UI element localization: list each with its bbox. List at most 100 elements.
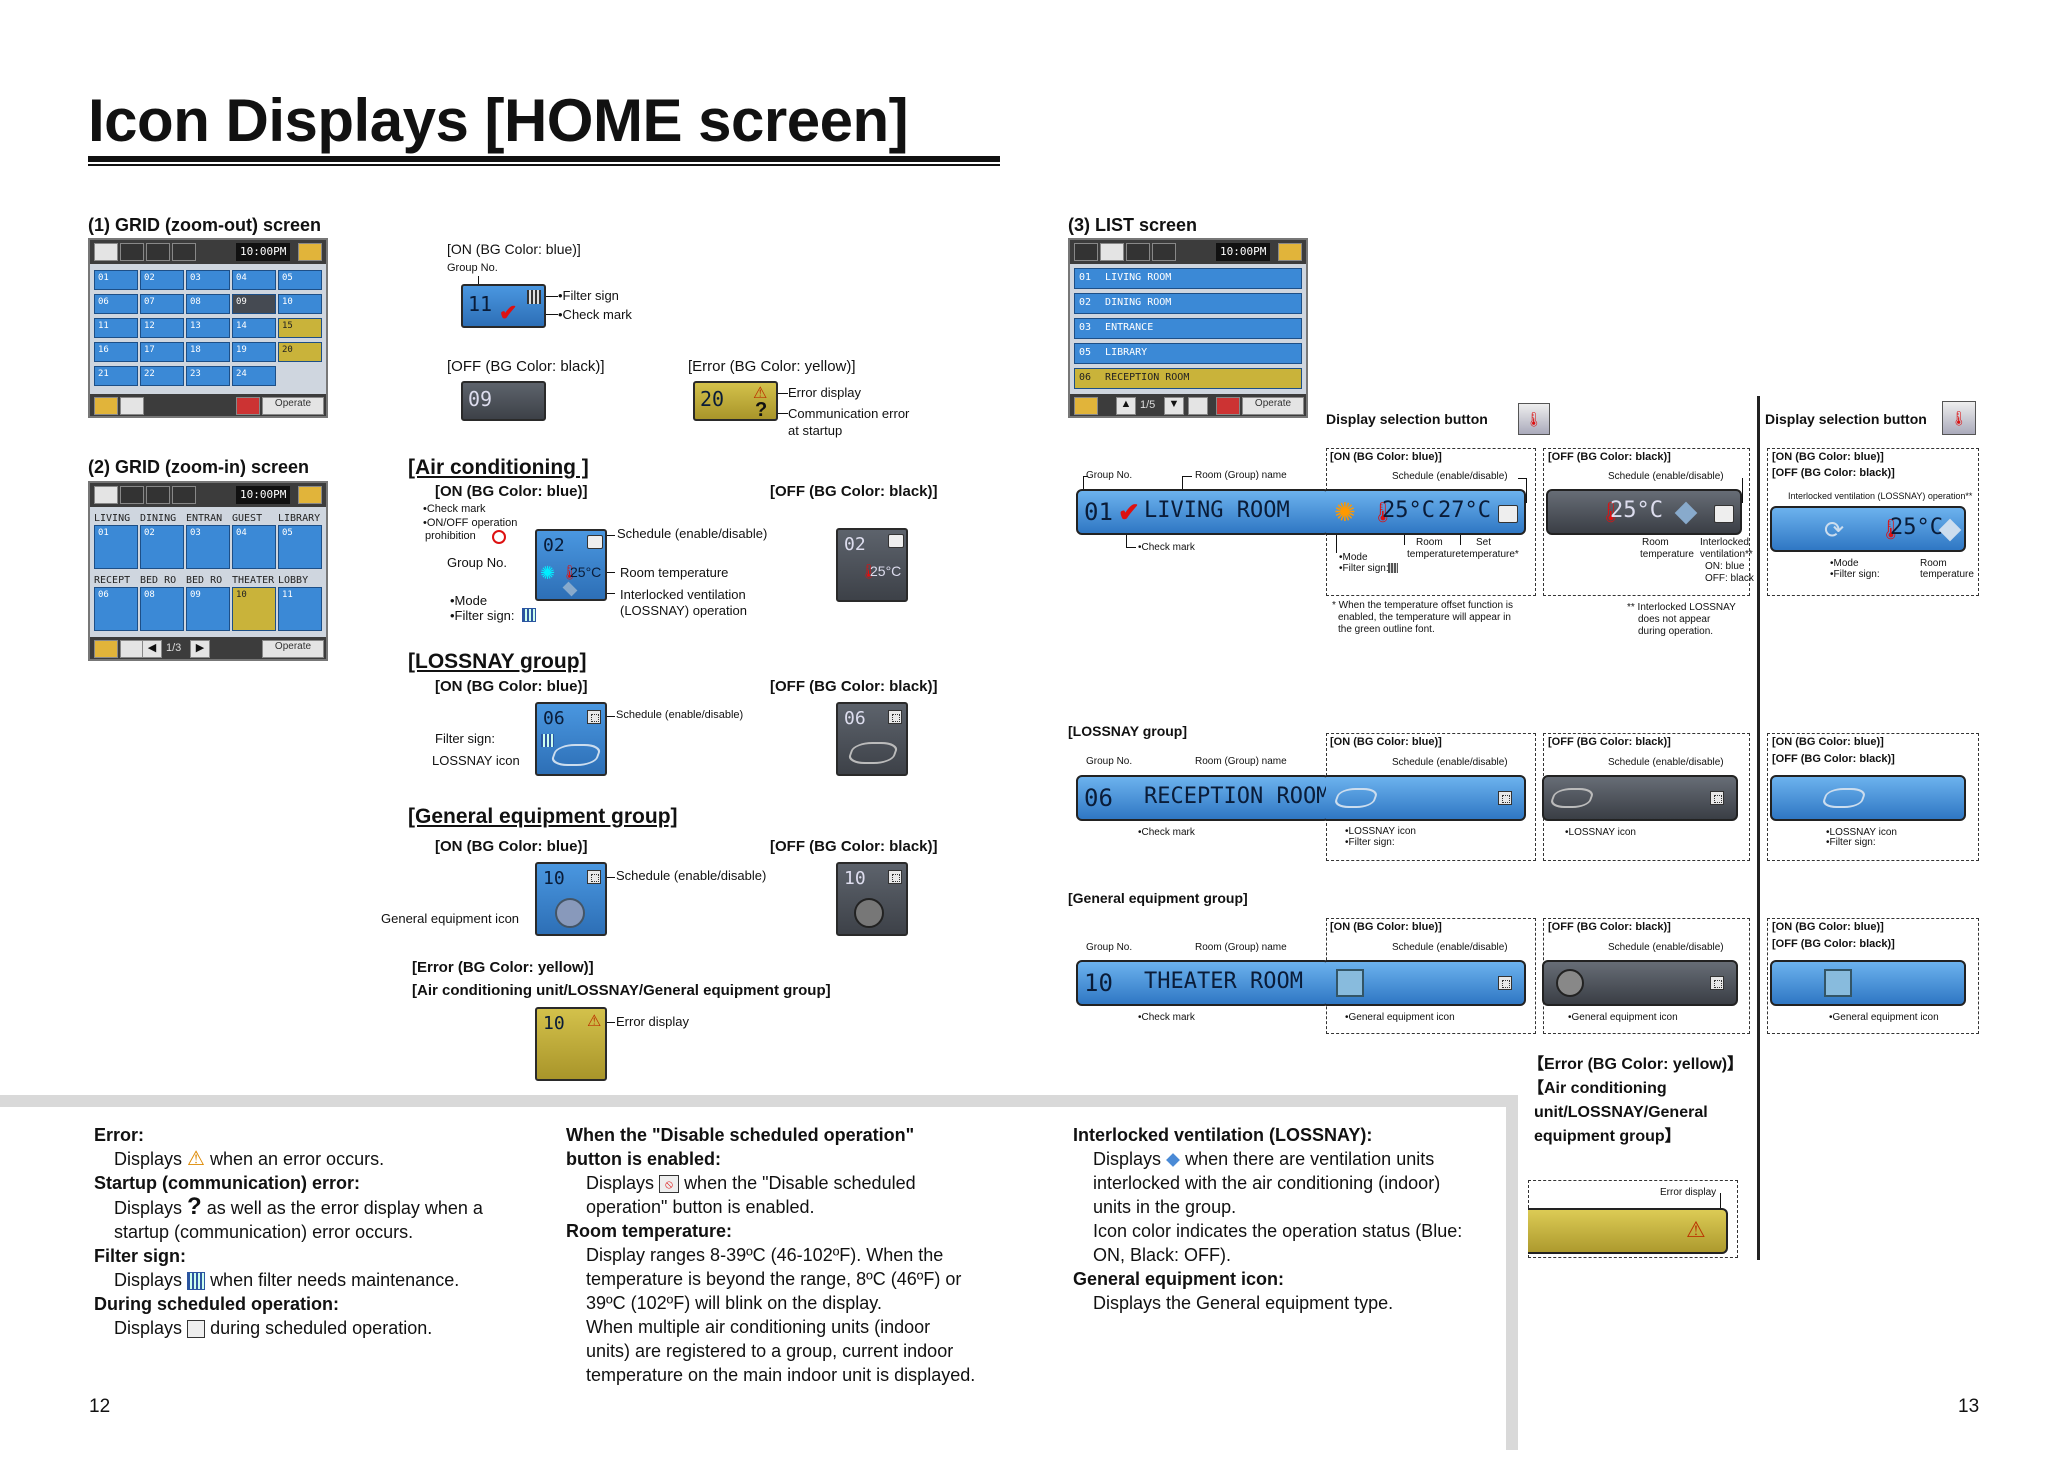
desc-startup-b: as well as the error display when a (206, 1198, 483, 1218)
grid-tile[interactable]: 04 (232, 525, 276, 569)
grid-cell[interactable]: 06 (94, 294, 138, 314)
error-icon: ⚠ (753, 385, 768, 402)
tile-number: 04 (236, 528, 247, 538)
general-alt-panel (1767, 918, 1979, 1034)
display-selection-button-alt[interactable]: 🌡 (1942, 401, 1976, 435)
grid-view-tab[interactable] (94, 243, 118, 261)
grid-cell[interactable]: 01 (94, 270, 138, 290)
thermometer-icon: 🌡 (1370, 502, 1396, 524)
schedule-disable-button[interactable] (1216, 397, 1240, 415)
zoom-icon[interactable] (120, 397, 144, 415)
grid-tile[interactable]: 01 (94, 525, 138, 569)
detail-view-tab[interactable] (1126, 243, 1150, 261)
page-indicator: 1/3 (166, 642, 182, 654)
lossnay-group-heading: [LOSSNAY group] (408, 650, 587, 673)
list-view-tab[interactable] (1100, 243, 1124, 261)
list-ac-bar-alt: ⟳ 🌡 25°C (1770, 506, 1966, 552)
scroll-up-button[interactable]: ▲ (1116, 397, 1136, 415)
desc-interlock-e: Icon color indicates the operation statu… (1093, 1221, 1463, 1241)
lock-icon[interactable] (1278, 243, 1302, 261)
grid-cell[interactable]: 20 (278, 342, 322, 362)
next-page-button[interactable]: ▶ (190, 640, 210, 658)
temp-display-button[interactable] (1188, 397, 1208, 415)
scroll-down-button[interactable]: ▼ (1164, 397, 1184, 415)
operate-button[interactable]: Operate (262, 397, 324, 415)
grid-cell[interactable]: 16 (94, 342, 138, 362)
ac-off-room-label: Room (1642, 537, 1669, 548)
comm-error-label: Communication error (788, 406, 910, 421)
list-ac-bar-off: 🌡 25°C (1546, 489, 1742, 535)
grid-cell[interactable]: 12 (140, 318, 184, 338)
grid-zoom-tab[interactable] (120, 486, 144, 504)
grid-cell[interactable]: 09 (232, 294, 276, 314)
user-icon[interactable] (172, 486, 196, 504)
grid-tile[interactable]: 08 (140, 587, 184, 631)
grid-cell[interactable]: 13 (186, 318, 230, 338)
note1-line1: * When the temperature offset function i… (1332, 600, 1514, 611)
general-group-heading: [General equipment group] (408, 805, 678, 828)
grid-cell[interactable]: 21 (94, 366, 138, 386)
grid-cell[interactable]: 23 (186, 366, 230, 386)
grid-cell[interactable]: 18 (186, 342, 230, 362)
grid-tile[interactable]: 02 (140, 525, 184, 569)
grid-cell[interactable]: 24 (232, 366, 276, 386)
menu-button[interactable] (94, 640, 118, 658)
grid-cell[interactable]: 19 (232, 342, 276, 362)
general-tile-on: 10 (535, 862, 607, 936)
grid-cell[interactable]: 22 (140, 366, 184, 386)
grid-cell[interactable]: 17 (140, 342, 184, 362)
user-icon[interactable] (172, 243, 196, 261)
list-error-bar: ⚠ (1528, 1208, 1728, 1254)
general-alt-icon-label: •General equipment icon (1829, 1012, 1939, 1023)
grid-tile[interactable]: 11 (278, 587, 322, 631)
grid-zoom-tab[interactable] (120, 243, 144, 261)
lock-icon[interactable] (298, 486, 322, 504)
grid-cell[interactable]: 11 (94, 318, 138, 338)
lossnay-group-no-label: Group No. (1086, 756, 1133, 767)
grid-tile-error: 20 ⚠ ? (693, 381, 778, 421)
prev-page-button[interactable]: ◀ (142, 640, 162, 658)
lock-icon[interactable] (298, 243, 322, 261)
list-view-tab[interactable] (146, 486, 170, 504)
grid-view-tab[interactable] (94, 486, 118, 504)
ac-on-label: [ON (BG Color: blue)] (435, 483, 588, 500)
schedule-disable-button[interactable] (236, 397, 260, 415)
grid-cell[interactable]: 14 (232, 318, 276, 338)
grid-tile[interactable]: 10 (232, 587, 276, 631)
grid-tile[interactable]: 09 (186, 587, 230, 631)
grid-cell[interactable]: 02 (140, 270, 184, 290)
list-row-name: LIVING ROOM (1105, 272, 1172, 283)
room-label: DINING (140, 513, 177, 524)
ac-alt-temp-label: temperature (1920, 569, 1974, 580)
error-display-label: Error display (616, 1014, 689, 1029)
mode-icon: ✺ (1334, 497, 1356, 527)
grid-tile[interactable]: 03 (186, 525, 230, 569)
user-icon[interactable] (1152, 243, 1176, 261)
display-selection-button[interactable]: 🌡 (1518, 403, 1550, 435)
check-mark-icon: ✔ (1118, 497, 1140, 527)
grid-cell[interactable]: 05 (278, 270, 322, 290)
list-ac-bar-on-detail: ✺ 🌡 25°C 27°C (1326, 489, 1526, 535)
grid-cell[interactable]: 08 (186, 294, 230, 314)
grid-cell[interactable]: 15 (278, 318, 322, 338)
grid-cell[interactable]: 07 (140, 294, 184, 314)
grid-cell[interactable]: 04 (232, 270, 276, 290)
grid-tile[interactable]: 05 (278, 525, 322, 569)
grid-cell[interactable]: 10 (278, 294, 322, 314)
grid-view-tab[interactable] (1074, 243, 1098, 261)
zoom-icon[interactable] (120, 640, 144, 658)
operate-button[interactable]: Operate (1242, 397, 1304, 415)
ac-tile-on: 02 ✺ 🌡 25°C (535, 529, 607, 601)
grid-tile[interactable]: 06 (94, 587, 138, 631)
grid-cell[interactable]: 03 (186, 270, 230, 290)
list-view-tab[interactable] (146, 243, 170, 261)
menu-button[interactable] (1074, 397, 1098, 415)
general-alt-off-label: [OFF (BG Color: black)] (1772, 938, 1895, 950)
operate-button[interactable]: Operate (262, 640, 324, 658)
menu-button[interactable] (94, 397, 118, 415)
